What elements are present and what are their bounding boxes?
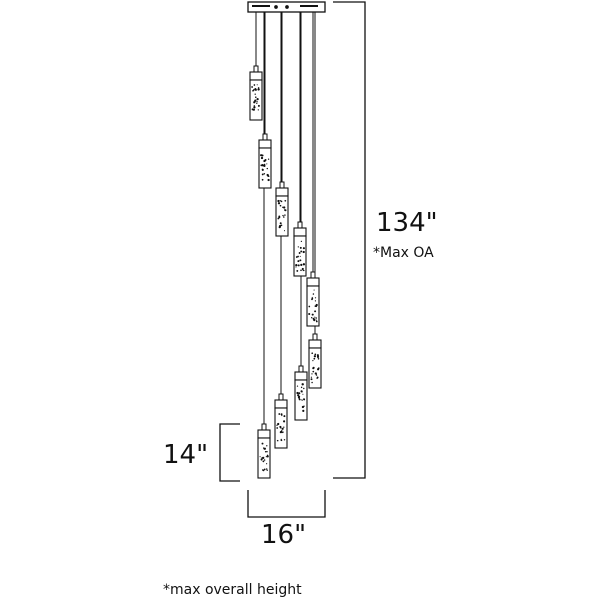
pendant-light bbox=[308, 333, 322, 389]
pendant-light bbox=[306, 271, 320, 327]
pendant-light bbox=[249, 65, 263, 121]
pendant-height-bracket bbox=[219, 423, 240, 482]
pendant-height-label: 14" bbox=[163, 440, 209, 470]
pendant-light bbox=[257, 423, 271, 479]
width-bracket bbox=[247, 490, 326, 518]
pendant-group bbox=[249, 65, 322, 479]
pendant-light bbox=[274, 393, 288, 449]
overall-height-note: *Max OA bbox=[373, 245, 434, 261]
pendant-light bbox=[258, 133, 272, 189]
footnote: *max overall height bbox=[163, 582, 302, 598]
overall-height-label: 134" bbox=[376, 208, 438, 238]
pendant-light bbox=[293, 221, 307, 277]
width-label: 16" bbox=[261, 520, 307, 550]
canopy bbox=[247, 1, 326, 13]
pendant-light bbox=[275, 181, 289, 237]
pendant-light bbox=[294, 365, 308, 421]
overall-height-bracket bbox=[333, 1, 366, 479]
